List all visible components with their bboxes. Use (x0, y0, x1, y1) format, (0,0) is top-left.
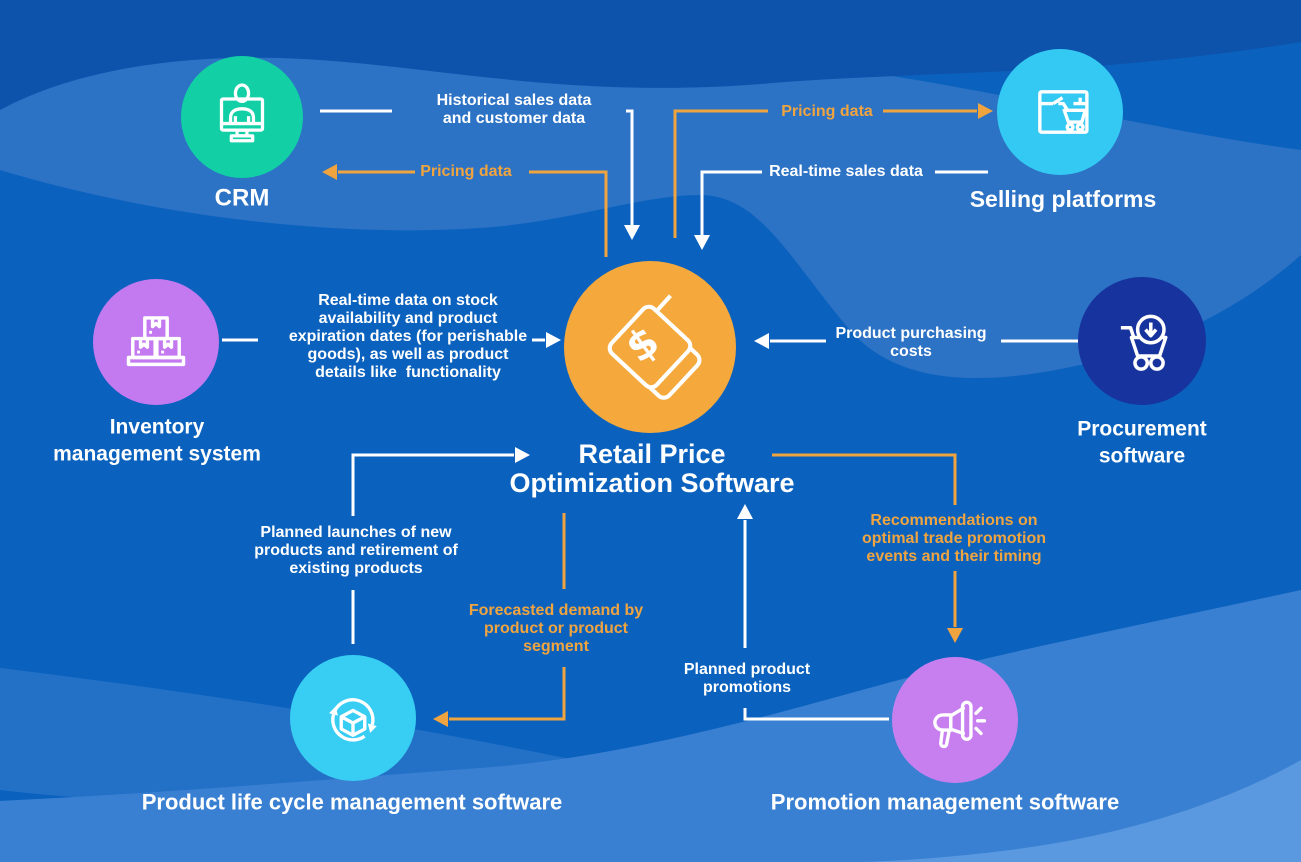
arrow-center-to-lifecycle (433, 513, 566, 727)
arrow-promotion-to-center (737, 504, 889, 721)
monitor-user-icon (219, 83, 265, 143)
flow-label-selling-to-center: Real-time sales data (769, 162, 923, 180)
node-selling-platforms (997, 49, 1123, 175)
node-crm (181, 56, 303, 178)
price-tag-icon: $ (607, 294, 702, 400)
flow-label-promotion-to-center: Planned product promotions (683, 660, 811, 696)
flow-label-procurement-to-center: Product purchasing costs (835, 324, 987, 360)
node-procurement (1078, 277, 1206, 405)
flow-label-center-to-crm: Pricing data (420, 162, 512, 180)
browser-cart-icon (1038, 90, 1089, 134)
flow-label-center-to-lifecycle: Forecasted demand by product or product … (468, 601, 644, 656)
arrow-inventory-to-center (222, 332, 561, 348)
arrow-procurement-to-center (754, 333, 1078, 349)
arrow-lifecycle-to-center (351, 447, 530, 644)
megaphone-icon (933, 700, 987, 749)
flow-label-inventory-to-center: Real-time data on stock availability and… (288, 291, 528, 382)
arrow-center-to-promotion (772, 453, 963, 643)
flow-label-lifecycle-to-center: Planned launches of new products and ret… (254, 523, 458, 578)
cart-download-icon (1120, 314, 1168, 371)
node-promotion (892, 657, 1018, 783)
selling-platforms-label: Selling platforms (969, 186, 1157, 213)
cube-cycle-icon (329, 698, 377, 742)
arrow-crm-to-center (320, 109, 640, 240)
flow-label-center-to-promotion: Recommendations on optimal trade promoti… (862, 511, 1046, 566)
arrow-center-to-selling (673, 103, 993, 238)
product-lifecycle-label: Product life cycle management software (141, 789, 563, 815)
crm-label: CRM (214, 184, 270, 212)
flow-label-center-to-selling: Pricing data (781, 102, 873, 120)
procurement-label: Procurement software (1077, 417, 1207, 468)
inventory-label: Inventory management system (53, 415, 261, 466)
promotion-label: Promotion management software (770, 789, 1120, 815)
flow-label-crm-to-center: Historical sales data and customer data (436, 91, 592, 127)
node-inventory (93, 279, 219, 405)
node-product-lifecycle (290, 655, 416, 781)
arrow-selling-to-center (694, 170, 988, 250)
boxes-pallet-icon (126, 316, 186, 367)
center-title: Retail Price Optimization Software (509, 438, 795, 498)
arrow-center-to-crm (322, 164, 608, 257)
node-center-retail-price-optimization: $ (564, 261, 736, 433)
